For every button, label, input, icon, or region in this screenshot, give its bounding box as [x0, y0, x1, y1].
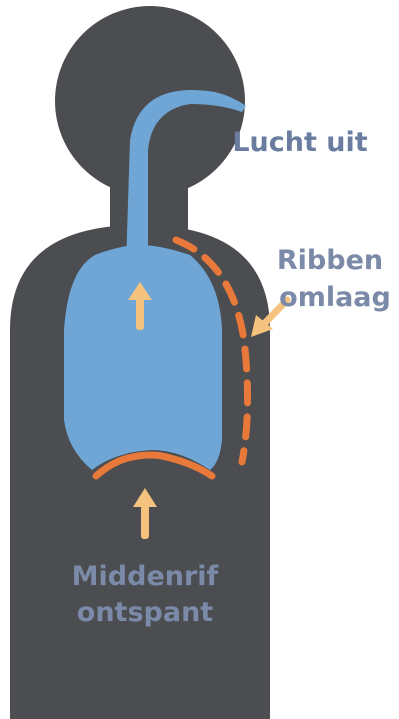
diaphragm-label-line2: ontspant: [77, 597, 214, 628]
diaphragm-label-line1: Middenrif: [72, 561, 219, 592]
ribs-label-line2: omlaag: [279, 282, 391, 313]
arrow-up-icon-shaft: [141, 505, 149, 539]
arrow-up-icon-shaft: [136, 298, 144, 330]
ribs-label-line1: Ribben: [277, 245, 383, 276]
lungs: [64, 245, 222, 470]
exhale-label: Lucht uit: [232, 127, 367, 158]
